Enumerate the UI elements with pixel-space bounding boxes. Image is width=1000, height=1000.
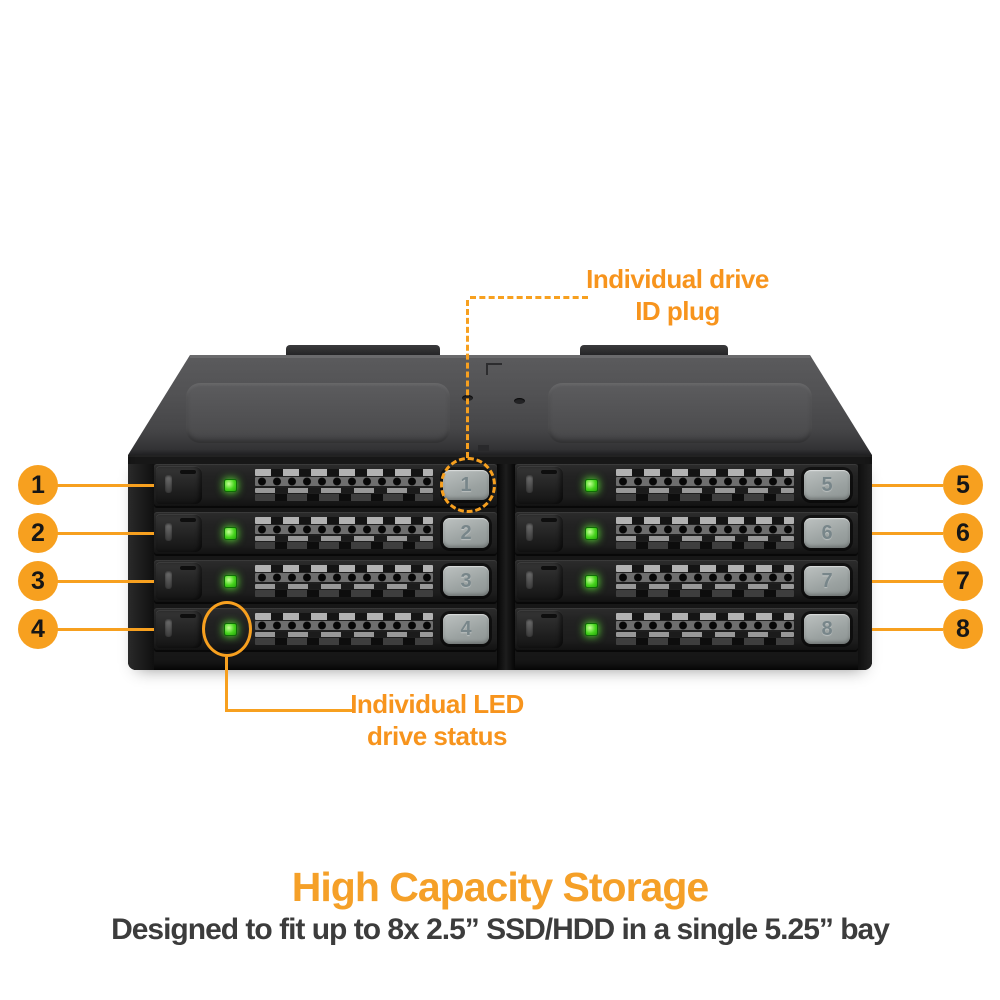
callout-bay-3: 3 bbox=[18, 561, 58, 601]
callout-line bbox=[872, 532, 943, 535]
stamped-panel bbox=[548, 383, 812, 443]
annotation-line: drive status bbox=[367, 721, 507, 751]
tray-latch bbox=[517, 610, 563, 648]
callout-bay-5: 5 bbox=[943, 465, 983, 505]
callout-line bbox=[56, 484, 154, 487]
drive-cage: 1 2 bbox=[128, 345, 872, 670]
tray-latch bbox=[517, 466, 563, 504]
drive-tray-8: 8 bbox=[515, 608, 858, 650]
callout-bay-1: 1 bbox=[18, 465, 58, 505]
callout-bay-2: 2 bbox=[18, 513, 58, 553]
leader-dashed-horizontal bbox=[470, 296, 588, 299]
top-panel-rim bbox=[190, 355, 810, 358]
bay-column-left: 1 2 bbox=[154, 464, 497, 670]
callout-line bbox=[56, 580, 154, 583]
vent-grille bbox=[616, 517, 794, 549]
left-rail bbox=[128, 464, 154, 670]
led-highlight-circle bbox=[202, 601, 252, 657]
leader-solid-horizontal bbox=[225, 709, 353, 712]
center-divider bbox=[497, 464, 515, 670]
drive-tray-2: 2 bbox=[154, 512, 497, 554]
status-led bbox=[585, 478, 598, 492]
drive-tray-3: 3 bbox=[154, 560, 497, 602]
drive-id-plug: 2 bbox=[443, 518, 489, 548]
callout-line bbox=[872, 484, 943, 487]
callout-line bbox=[56, 532, 154, 535]
screw-hole bbox=[514, 398, 525, 404]
id-plug-highlight-circle bbox=[440, 457, 496, 513]
leader-solid-vertical bbox=[225, 657, 228, 711]
right-rail bbox=[858, 464, 872, 670]
bay-column-right: 5 6 bbox=[515, 464, 858, 670]
drive-tray-7: 7 bbox=[515, 560, 858, 602]
callout-bay-6: 6 bbox=[943, 513, 983, 553]
annotation-line: Individual LED bbox=[350, 689, 524, 719]
status-led bbox=[224, 526, 237, 540]
annotation-led-status: Individual LED drive status bbox=[342, 688, 532, 752]
product-title: High Capacity Storage bbox=[291, 864, 709, 910]
status-led bbox=[585, 622, 598, 636]
tray-latch bbox=[156, 562, 202, 600]
drive-id-plug: 6 bbox=[804, 518, 850, 548]
annotation-line: Individual drive bbox=[586, 264, 769, 294]
tray-latch bbox=[517, 514, 563, 552]
tray-latch bbox=[156, 466, 202, 504]
drive-id-plug: 4 bbox=[443, 614, 489, 644]
tray-latch bbox=[156, 514, 202, 552]
product-subtitle: Designed to fit up to 8x 2.5” SSD/HDD in… bbox=[111, 913, 890, 946]
cage-front-panel: 1 2 bbox=[128, 455, 872, 670]
cage-top-panel bbox=[128, 355, 872, 455]
status-led bbox=[585, 526, 598, 540]
callout-line bbox=[872, 628, 943, 631]
drive-id-plug: 8 bbox=[804, 614, 850, 644]
drive-id-plug: 7 bbox=[804, 566, 850, 596]
vent-grille bbox=[255, 613, 433, 645]
vent-grille bbox=[616, 565, 794, 597]
status-led bbox=[224, 574, 237, 588]
status-led bbox=[585, 574, 598, 588]
status-led bbox=[224, 478, 237, 492]
callout-bay-7: 7 bbox=[943, 561, 983, 601]
vent-grille bbox=[616, 613, 794, 645]
vent-grille bbox=[255, 565, 433, 597]
tray-latch bbox=[517, 562, 563, 600]
annotation-drive-id-plug: Individual drive ID plug bbox=[555, 263, 800, 327]
drive-tray-5: 5 bbox=[515, 464, 858, 506]
callout-bay-4: 4 bbox=[18, 609, 58, 649]
tray-latch bbox=[156, 610, 202, 648]
leader-dashed-vertical bbox=[466, 300, 469, 458]
drive-id-plug: 5 bbox=[804, 470, 850, 500]
callout-line bbox=[872, 580, 943, 583]
annotation-line: ID plug bbox=[635, 296, 720, 326]
callout-bay-8: 8 bbox=[943, 609, 983, 649]
stamped-panel bbox=[186, 383, 450, 443]
drive-tray-1: 1 bbox=[154, 464, 497, 506]
stamp-mark bbox=[486, 363, 502, 375]
drive-id-plug: 3 bbox=[443, 566, 489, 596]
vent-grille bbox=[255, 517, 433, 549]
vent-grille bbox=[255, 469, 433, 501]
callout-line bbox=[56, 628, 154, 631]
drive-tray-6: 6 bbox=[515, 512, 858, 554]
stamp-mark bbox=[478, 445, 489, 451]
vent-grille bbox=[616, 469, 794, 501]
